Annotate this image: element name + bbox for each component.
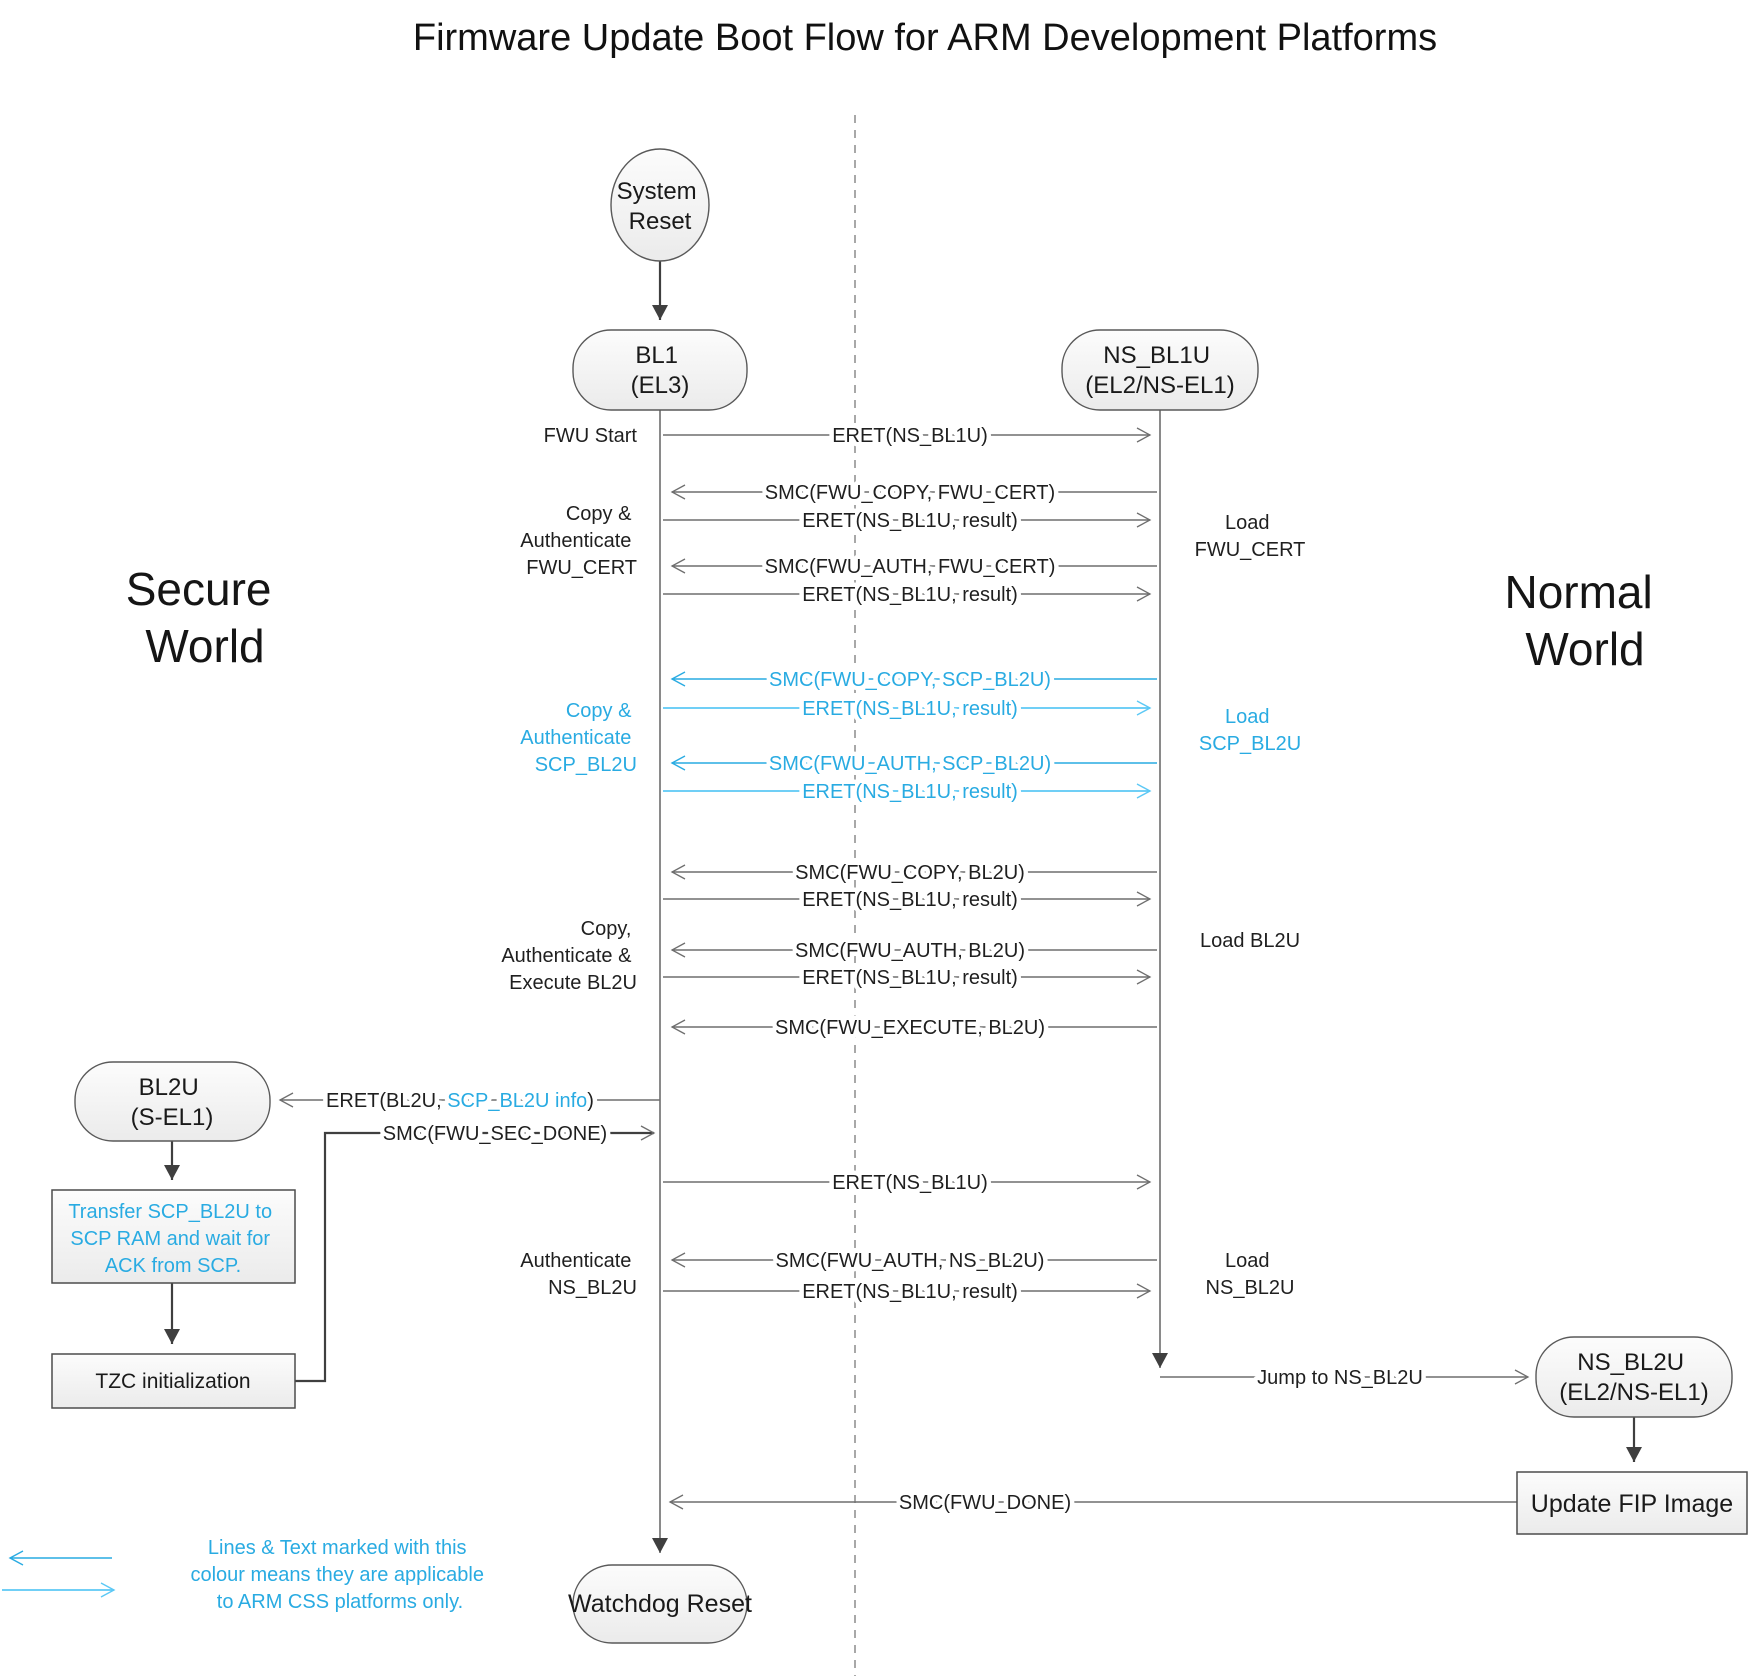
secure-world-label: Secure World [126, 563, 285, 672]
system-reset-shape [610, 148, 710, 262]
update-fip-label: Update FIP Image [1531, 1490, 1733, 1518]
message-eret-result-4: ERET(NS_BL1U, result) [663, 777, 1152, 808]
message-eret-result-2: ERET(NS_BL1U, result) [663, 580, 1152, 611]
copy-auth-fwu-cert-label: Copy & Authenticate FWU_CERT [520, 503, 637, 579]
message-smc-copy-bl2u: SMC(FWU_COPY, BL2U) [670, 858, 1157, 889]
smc-done-label: SMC(FWU_DONE) [899, 1492, 1071, 1514]
eret-result-3-label: ERET(NS_BL1U, result) [802, 698, 1018, 720]
smc-copy-bl2u-label: SMC(FWU_COPY, BL2U) [795, 862, 1025, 884]
ns-bl2u-shape [1535, 1336, 1733, 1418]
system-reset-label: System Reset [617, 178, 704, 235]
smc-sec-done-label: SMC(FWU_SEC_DONE) [383, 1123, 607, 1145]
node-update-fip: Update FIP Image [1516, 1471, 1748, 1535]
eret-bl2u-label: ERET(BL2U, SCP_BL2U info) [326, 1090, 594, 1112]
smc-sec-done-line [295, 1125, 656, 1383]
message-eret-ns-bl1u-2: ERET(NS_BL1U) [663, 1168, 1152, 1199]
smc-copy-scp-label: SMC(FWU_COPY, SCP_BL2U) [769, 669, 1051, 691]
fwu-start-label: FWU Start [544, 425, 638, 447]
load-fwu-cert-label: Load FWU_CERT [1195, 512, 1306, 561]
eret-result-2-label: ERET(NS_BL1U, result) [802, 584, 1018, 606]
eret-result-5-label: ERET(NS_BL1U, result) [802, 889, 1018, 911]
update-fip-shape [1516, 1471, 1748, 1535]
message-smc-done: SMC(FWU_DONE) [668, 1488, 1517, 1519]
message-smc-auth-bl2u: SMC(FWU_AUTH, BL2U) [670, 936, 1157, 967]
bl2u-shape [74, 1061, 271, 1142]
jump-label: Jump to NS_BL2U [1257, 1367, 1423, 1389]
message-eret-result-1: ERET(NS_BL1U, result) [663, 506, 1152, 537]
message-smc-execute: SMC(FWU_EXECUTE, BL2U) [670, 1013, 1157, 1044]
eret-result-4-label: ERET(NS_BL1U, result) [802, 781, 1018, 803]
watchdog-reset-label: Watchdog Reset [568, 1590, 752, 1618]
node-transfer-scp: Transfer SCP_BL2U to SCP RAM and wait fo… [51, 1189, 296, 1284]
message-smc-sec-done: SMC(FWU_SEC_DONE) [295, 1119, 656, 1383]
load-nsbl2u-label: Load NS_BL2U [1206, 1250, 1295, 1299]
message-smc-auth-fwu-cert: SMC(FWU_AUTH, FWU_CERT) [670, 552, 1157, 583]
authenticate-nsbl2u-label: Authenticate NS_BL2U [520, 1250, 637, 1299]
ns-bl1u-label: NS_BL1U (EL2/NS-EL1) [1085, 342, 1234, 399]
bl1-label: BL1 (EL3) [631, 342, 690, 399]
smc-execute-label: SMC(FWU_EXECUTE, BL2U) [775, 1017, 1045, 1039]
legend-text: Lines & Text marked with this colour mea… [190, 1537, 489, 1613]
diagram-title: Firmware Update Boot Flow for ARM Develo… [413, 17, 1437, 59]
bl2u-label: BL2U (S-EL1) [131, 1074, 214, 1131]
message-eret-result-7: ERET(NS_BL1U, result) [663, 1277, 1152, 1308]
bl1-shape [572, 329, 748, 411]
node-watchdog-reset: Watchdog Reset [568, 1564, 752, 1644]
smc-copy-fwu-cert-label: SMC(FWU_COPY, FWU_CERT) [765, 482, 1055, 504]
node-system-reset: System Reset [610, 148, 710, 262]
smc-auth-scp-label: SMC(FWU_AUTH, SCP_BL2U) [769, 753, 1051, 775]
smc-auth-bl2u-label: SMC(FWU_AUTH, BL2U) [795, 940, 1025, 962]
eret-result-1-label: ERET(NS_BL1U, result) [802, 510, 1018, 532]
eret-ns-bl1u-2-label: ERET(NS_BL1U) [832, 1172, 988, 1194]
normal-world-label: Normal World [1504, 566, 1665, 675]
copy-auth-exec-label: Copy, Authenticate & Execute BL2U [501, 918, 637, 994]
message-smc-copy-scp: SMC(FWU_COPY, SCP_BL2U) [670, 665, 1157, 696]
message-smc-copy-fwu-cert: SMC(FWU_COPY, FWU_CERT) [670, 478, 1157, 509]
node-bl1: BL1 (EL3) [572, 329, 748, 411]
ns-bl2u-label: NS_BL2U (EL2/NS-EL1) [1559, 1349, 1708, 1406]
message-eret-result-5: ERET(NS_BL1U, result) [663, 885, 1152, 916]
message-jump-to-ns-bl2u: Jump to NS_BL2U [1160, 1363, 1530, 1394]
tzc-init-label: TZC initialization [95, 1370, 250, 1393]
node-bl2u: BL2U (S-EL1) [74, 1061, 271, 1142]
message-eret-result-3: ERET(NS_BL1U, result) [663, 694, 1152, 725]
transfer-scp-shape [51, 1189, 296, 1284]
smc-auth-fwu-cert-label: SMC(FWU_AUTH, FWU_CERT) [765, 556, 1056, 578]
load-bl2u-label: Load BL2U [1200, 930, 1300, 952]
smc-auth-nsbl2u-label: SMC(FWU_AUTH, NS_BL2U) [776, 1250, 1045, 1272]
tzc-init-shape [51, 1353, 296, 1409]
node-ns-bl1u: NS_BL1U (EL2/NS-EL1) [1061, 329, 1259, 411]
eret-result-6-label: ERET(NS_BL1U, result) [802, 967, 1018, 989]
eret-start-label: ERET(NS_BL1U) [832, 425, 988, 447]
message-eret-result-6: ERET(NS_BL1U, result) [663, 963, 1152, 994]
node-ns-bl2u: NS_BL2U (EL2/NS-EL1) [1535, 1336, 1733, 1418]
message-eret-bl2u: ERET(BL2U, SCP_BL2U info) [278, 1086, 660, 1117]
load-scp-label: Load SCP_BL2U [1199, 706, 1301, 755]
eret-result-7-label: ERET(NS_BL1U, result) [802, 1281, 1018, 1303]
copy-auth-scp-label: Copy & Authenticate SCP_BL2U [520, 700, 637, 776]
legend: Lines & Text marked with this colour mea… [2, 1537, 489, 1613]
transfer-scp-label: Transfer SCP_BL2U to SCP RAM and wait fo… [68, 1201, 277, 1277]
message-eret-start: ERET(NS_BL1U) [663, 421, 1152, 452]
watchdog-reset-shape [572, 1564, 748, 1644]
node-tzc-init: TZC initialization [51, 1353, 296, 1409]
message-smc-auth-nsbl2u: SMC(FWU_AUTH, NS_BL2U) [670, 1246, 1157, 1277]
ns-bl1u-shape [1061, 329, 1259, 411]
message-smc-auth-scp: SMC(FWU_AUTH, SCP_BL2U) [670, 749, 1157, 780]
